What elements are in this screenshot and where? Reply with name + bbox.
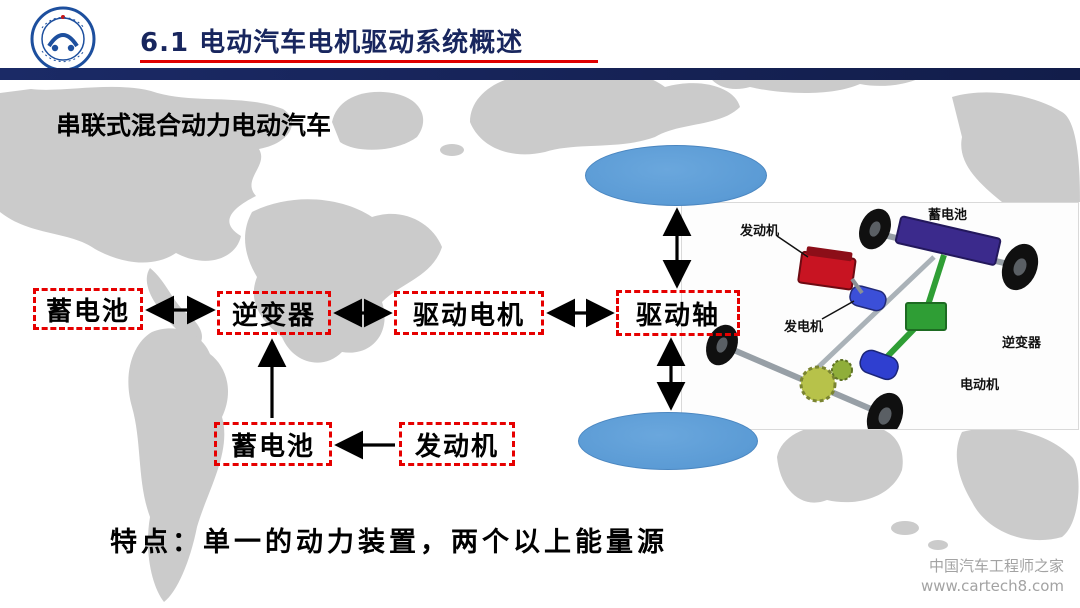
inset-motor [859,349,899,381]
flow-node-drive-motor: 驱动电机 [394,291,544,335]
inset-gear-small [831,359,853,381]
map-eurasia [470,80,740,155]
map-lower-right [956,428,1079,541]
flow-node-battery-main: 蓄电池 [33,288,143,330]
wheel-ellipse-top [585,145,767,206]
map-asia-east [952,92,1080,202]
hv-cable-motor [882,326,917,362]
inset-label-motor: 电动机 [960,377,999,393]
map-siberia [712,80,916,93]
hv-cable-battery [925,254,947,306]
inset-label-generator: 发电机 [783,319,823,335]
label-line-generator [821,300,855,320]
feature-note: 特点：单一的动力装置，两个以上能量源 [110,527,668,558]
inset-gear-large [799,365,837,403]
flow-node-label: 蓄电池 [45,296,130,327]
flow-node-battery-aux: 蓄电池 [214,422,332,466]
map-greenland [332,91,424,150]
map-island-1 [891,521,919,535]
flow-node-label: 逆变器 [231,300,316,331]
label-line-engine [776,235,809,258]
watermark-site-name: 中国汽车工程师之家 [928,557,1064,575]
flow-node-label: 蓄电池 [230,431,315,462]
slide-header: 6.1 电动汽车电机驱动系统概述 [0,0,1080,80]
inset-generator [849,285,887,312]
flow-node-label: 发动机 [414,431,499,462]
drive-shaft [808,255,936,377]
map-south-america [128,328,229,602]
map-island-3 [440,144,464,156]
page-title: 6.1 电动汽车电机驱动系统概述 [140,28,524,58]
title-underline [140,60,598,63]
flow-node-label: 驱动电机 [412,300,525,331]
slide-subtitle: 串联式混合动力电动汽车 [56,111,332,140]
wheel-ellipse-bottom [578,412,758,470]
watermark: 中国汽车工程师之家 www.cartech8.com [921,556,1064,596]
map-north-america [0,86,292,263]
inset-hub-4 [878,407,892,425]
inset-hub-1 [869,221,881,237]
watermark-site-url: www.cartech8.com [920,577,1064,595]
flow-node-engine: 发动机 [399,422,515,466]
world-map-background [0,80,1080,602]
inset-label-battery: 蓄电池 [928,207,967,223]
inset-engine-top [806,246,853,262]
engine-generator-shaft [850,277,864,295]
inset-hub-3 [716,337,728,353]
inset-label-inverter: 逆变器 [1002,335,1042,351]
inset-inverter [905,302,947,331]
inset-label-engine: 发动机 [739,223,779,239]
inset-battery-pack [894,215,1002,266]
flow-node-label: 驱动轴 [635,300,720,331]
flow-node-drive-axle: 驱动轴 [616,290,740,336]
flow-node-inverter: 逆变器 [217,291,331,335]
powertrain-inset-image: 发动机 蓄电池 发电机 逆变器 电动机 [681,202,1079,430]
map-mid-landmass [245,199,442,363]
map-island-2 [928,540,948,550]
header-divider-bar [0,68,1080,80]
map-australia [777,425,903,503]
inset-hub-2 [1013,258,1027,276]
university-logo [30,6,96,72]
